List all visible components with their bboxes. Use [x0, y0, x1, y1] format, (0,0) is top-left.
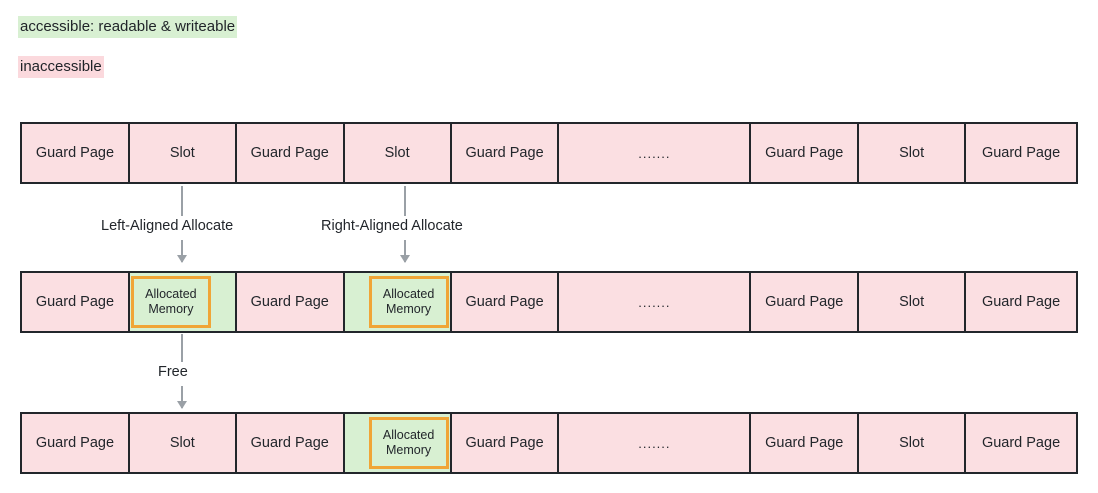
cell-slot-right-allocated[interactable]: Allocated Memory — [344, 414, 452, 472]
connector-line-left-allocate — [181, 186, 183, 216]
cell-guard-page[interactable]: Guard Page — [966, 273, 1076, 331]
cell-label: ....... — [638, 145, 671, 161]
cell-label: Guard Page — [765, 145, 844, 161]
cell-label: Guard Page — [250, 294, 329, 310]
cell-guard-page[interactable]: Guard Page — [751, 414, 860, 472]
cell-guard-page[interactable]: Guard Page — [22, 124, 130, 182]
cell-label: Slot — [169, 145, 195, 161]
cell-guard-page[interactable]: Guard Page — [451, 124, 560, 182]
allocated-memory-line1: Allocated — [382, 287, 435, 301]
cell-label: Guard Page — [35, 435, 115, 451]
cell-guard-page[interactable]: Guard Page — [451, 273, 560, 331]
cell-ellipsis: ....... — [559, 273, 752, 331]
allocated-memory-line2: Memory — [386, 443, 432, 457]
allocated-memory-line1: Allocated — [145, 287, 197, 301]
cell-guard-page[interactable]: Guard Page — [966, 414, 1076, 472]
cell-label: Guard Page — [465, 145, 544, 161]
allocated-memory-box[interactable]: Allocated Memory — [368, 417, 449, 469]
allocated-memory-line2: Memory — [386, 302, 432, 316]
cell-label: Guard Page — [981, 145, 1061, 161]
connector-arrow-free — [177, 386, 187, 409]
cell-label: Guard Page — [465, 435, 544, 451]
cell-slot[interactable]: Slot — [129, 124, 237, 182]
cell-guard-page[interactable]: Guard Page — [236, 414, 345, 472]
cell-guard-page[interactable]: Guard Page — [236, 273, 345, 331]
connector-label-right-allocate: Right-Aligned Allocate — [321, 218, 463, 234]
cell-ellipsis: ....... — [559, 414, 752, 472]
legend: accessible: readable & writeable inacces… — [18, 16, 238, 96]
connector-line-right-allocate — [404, 186, 406, 216]
cell-slot[interactable]: Slot — [859, 414, 967, 472]
legend-inaccessible: inaccessible — [18, 56, 237, 78]
cell-label: Slot — [169, 435, 195, 451]
cell-slot[interactable]: Slot — [344, 124, 452, 182]
connector-arrow-left-allocate — [177, 240, 187, 263]
cell-slot-left-allocated[interactable]: Allocated Memory — [129, 273, 237, 331]
cell-guard-page[interactable]: Guard Page — [236, 124, 345, 182]
allocated-memory-box[interactable]: Allocated Memory — [368, 276, 449, 328]
cell-label: Slot — [899, 294, 925, 310]
cell-guard-page[interactable]: Guard Page — [751, 124, 860, 182]
connector-label-free: Free — [158, 364, 188, 380]
cell-label: Guard Page — [35, 294, 115, 310]
memory-row-after-allocate: Guard Page Allocated Memory Guard Page A… — [20, 271, 1078, 333]
cell-label: Slot — [384, 145, 410, 161]
memory-row-after-free: Guard Page Slot Guard Page Allocated Mem… — [20, 412, 1078, 474]
cell-label: Guard Page — [250, 435, 329, 451]
cell-label: Guard Page — [465, 294, 544, 310]
cell-ellipsis: ....... — [559, 124, 752, 182]
allocated-memory-line1: Allocated — [382, 428, 435, 442]
cell-guard-page[interactable]: Guard Page — [751, 273, 860, 331]
connector-line-free — [181, 334, 183, 362]
cell-label: Slot — [899, 435, 925, 451]
cell-label: Guard Page — [981, 294, 1061, 310]
legend-accessible-label: accessible: readable & writeable — [18, 16, 238, 38]
connector-label-left-allocate: Left-Aligned Allocate — [101, 218, 234, 234]
allocated-memory-box[interactable]: Allocated Memory — [130, 276, 211, 328]
cell-slot[interactable]: Slot — [129, 414, 237, 472]
connector-arrow-right-allocate — [400, 240, 410, 263]
cell-label: Guard Page — [250, 145, 329, 161]
legend-inaccessible-label: inaccessible — [18, 56, 104, 78]
memory-row-initial: Guard Page Slot Guard Page Slot Guard Pa… — [20, 122, 1078, 184]
cell-guard-page[interactable]: Guard Page — [22, 414, 130, 472]
cell-label: Guard Page — [35, 145, 115, 161]
cell-label: ....... — [638, 294, 671, 310]
cell-guard-page[interactable]: Guard Page — [966, 124, 1076, 182]
cell-label: Slot — [899, 145, 925, 161]
cell-slot[interactable]: Slot — [859, 273, 967, 331]
cell-guard-page[interactable]: Guard Page — [22, 273, 130, 331]
cell-label: ....... — [638, 435, 671, 451]
cell-guard-page[interactable]: Guard Page — [451, 414, 560, 472]
cell-label: Guard Page — [981, 435, 1061, 451]
cell-label: Guard Page — [765, 435, 844, 451]
cell-slot[interactable]: Slot — [859, 124, 967, 182]
cell-slot-right-allocated[interactable]: Allocated Memory — [344, 273, 452, 331]
allocated-memory-line2: Memory — [148, 302, 194, 316]
cell-label: Guard Page — [765, 294, 844, 310]
legend-accessible: accessible: readable & writeable — [18, 16, 238, 38]
